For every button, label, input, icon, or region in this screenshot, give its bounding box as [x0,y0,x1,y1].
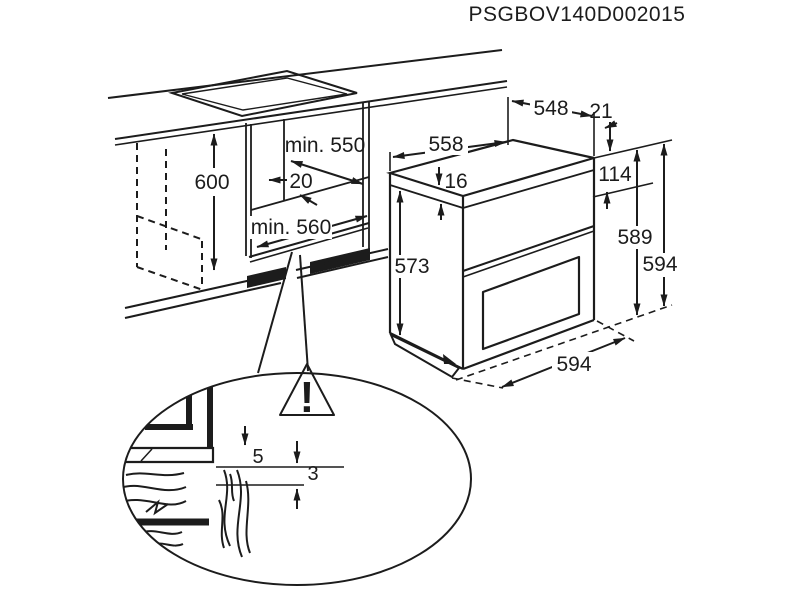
clearance-dashed-outline [136,143,204,291]
dim-control-panel-height: 114 [598,163,632,186]
dim-top-frame: 16 [444,170,467,193]
dim-body-height: 573 [394,255,429,278]
dim-cabinet-height: 600 [194,171,229,194]
detail-dimensions: 5 3 [241,426,319,509]
oven-dimensions: 558 548 21 16 114 573 589 594 594 [392,97,678,389]
wood-grain [123,469,251,558]
cooktop-cutout [168,69,358,118]
dim-height-to-frame: 589 [617,226,652,249]
dim-door-offset: 21 [589,100,612,123]
detail-leader [257,251,309,374]
detail-circle [122,372,472,586]
niche-dimensions: 600 min. 550 20 min. 560 [194,133,368,271]
dim-total-height: 594 [642,253,677,276]
label-mask [552,352,597,376]
oven-door-window [481,255,581,351]
warning-triangle-icon: ! [279,363,335,422]
warning-exclamation: ! [300,373,315,422]
dim-total-width: 594 [556,353,591,376]
dim-rear-gap: 20 [289,170,312,193]
label-mask [250,216,332,239]
drawing-number: PSGBOV140D002015 [469,3,686,26]
label-mask [530,97,572,120]
dim-oven-top-width: 558 [428,133,463,156]
dim-oven-top-depth: 548 [533,97,568,120]
dim-detail-gap-top: 5 [252,446,263,468]
dim-detail-gap-bottom: 3 [307,463,318,485]
dim-niche-depth: min. 550 [285,134,366,157]
dim-niche-width: min. 560 [251,216,332,239]
counter-drawing [107,49,508,146]
label-mask [425,133,468,155]
